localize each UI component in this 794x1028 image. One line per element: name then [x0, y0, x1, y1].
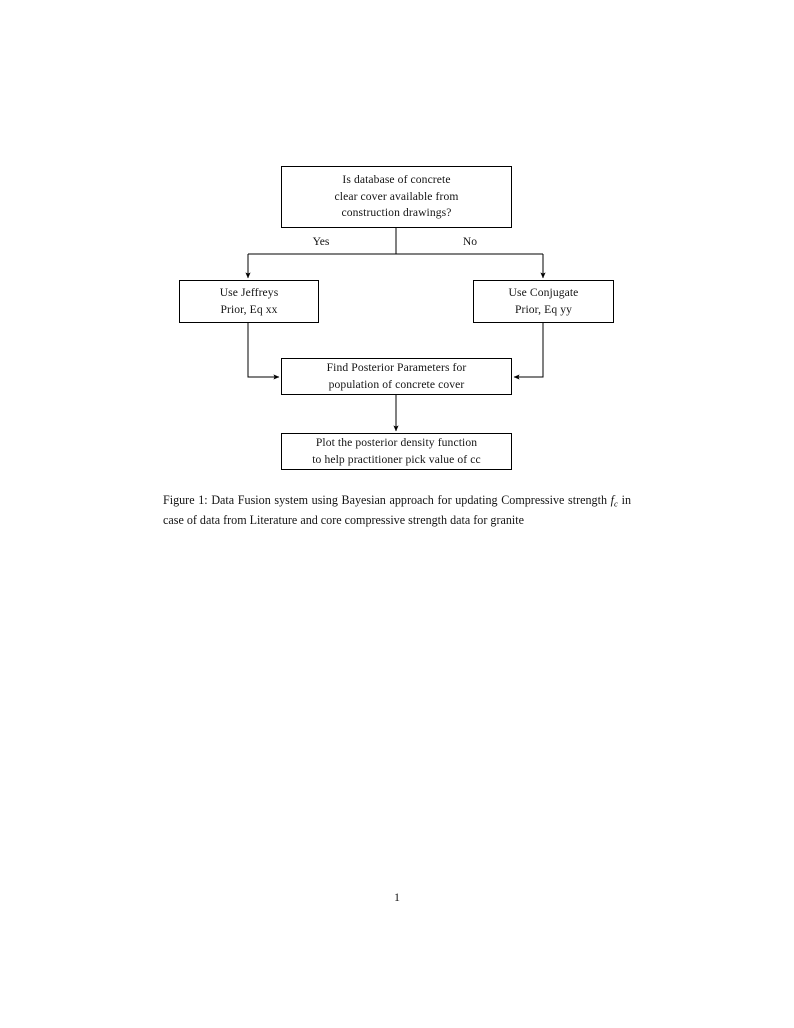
flow-node-posterior-line-2: population of concrete cover — [328, 377, 465, 391]
flow-node-jeffreys-prior[interactable]: Use Jeffreys Prior, Eq xx — [179, 280, 319, 323]
flow-node-decision-line-3: construction drawings? — [341, 206, 452, 220]
page-number: 1 — [394, 890, 400, 904]
flow-node-plot-line-1: Plot the posterior density function — [315, 435, 478, 449]
edge-conjugate-to-posterior — [513, 323, 544, 380]
figure-caption-prefix: Figure 1: — [163, 493, 208, 507]
flow-node-conjugate-prior[interactable]: Use Conjugate Prior, Eq yy — [473, 280, 614, 323]
figure-flowchart: Is database of concrete clear cover avai… — [0, 0, 794, 490]
flow-node-plot-line-2: to help practitioner pick value of cc — [312, 452, 481, 466]
figure-caption-math-subscript: c — [614, 498, 618, 509]
edge-jeffreys-to-posterior — [247, 323, 280, 380]
flow-node-decision-line-1: Is database of concrete — [342, 172, 451, 186]
flow-node-jeffreys-line-1: Use Jeffreys — [219, 285, 279, 299]
edge-label-no: No — [462, 235, 478, 248]
figure-caption: Figure 1: Data Fusion system using Bayes… — [163, 491, 631, 530]
figure-caption-math-symbol: f — [610, 493, 615, 507]
flow-node-conjugate-line-2: Prior, Eq yy — [514, 302, 573, 316]
flow-node-jeffreys-line-2: Prior, Eq xx — [220, 302, 278, 316]
flow-node-decision-line-2: clear cover available from — [334, 189, 459, 203]
flow-node-posterior-line-1: Find Posterior Parameters for — [326, 360, 467, 374]
flowchart-connectors — [245, 228, 546, 432]
flow-node-decision[interactable]: Is database of concrete clear cover avai… — [281, 166, 512, 228]
figure-caption-part-1: Data Fusion system using Bayesian approa… — [207, 493, 611, 507]
flow-node-conjugate-line-1: Use Conjugate — [508, 285, 579, 299]
figure-caption-part-2: in case of data from Literature and core… — [163, 493, 631, 527]
flow-node-find-posterior-parameters[interactable]: Find Posterior Parameters for population… — [281, 358, 512, 395]
edge-label-yes: Yes — [312, 235, 330, 248]
flow-node-plot-posterior-density[interactable]: Plot the posterior density function to h… — [281, 433, 512, 470]
